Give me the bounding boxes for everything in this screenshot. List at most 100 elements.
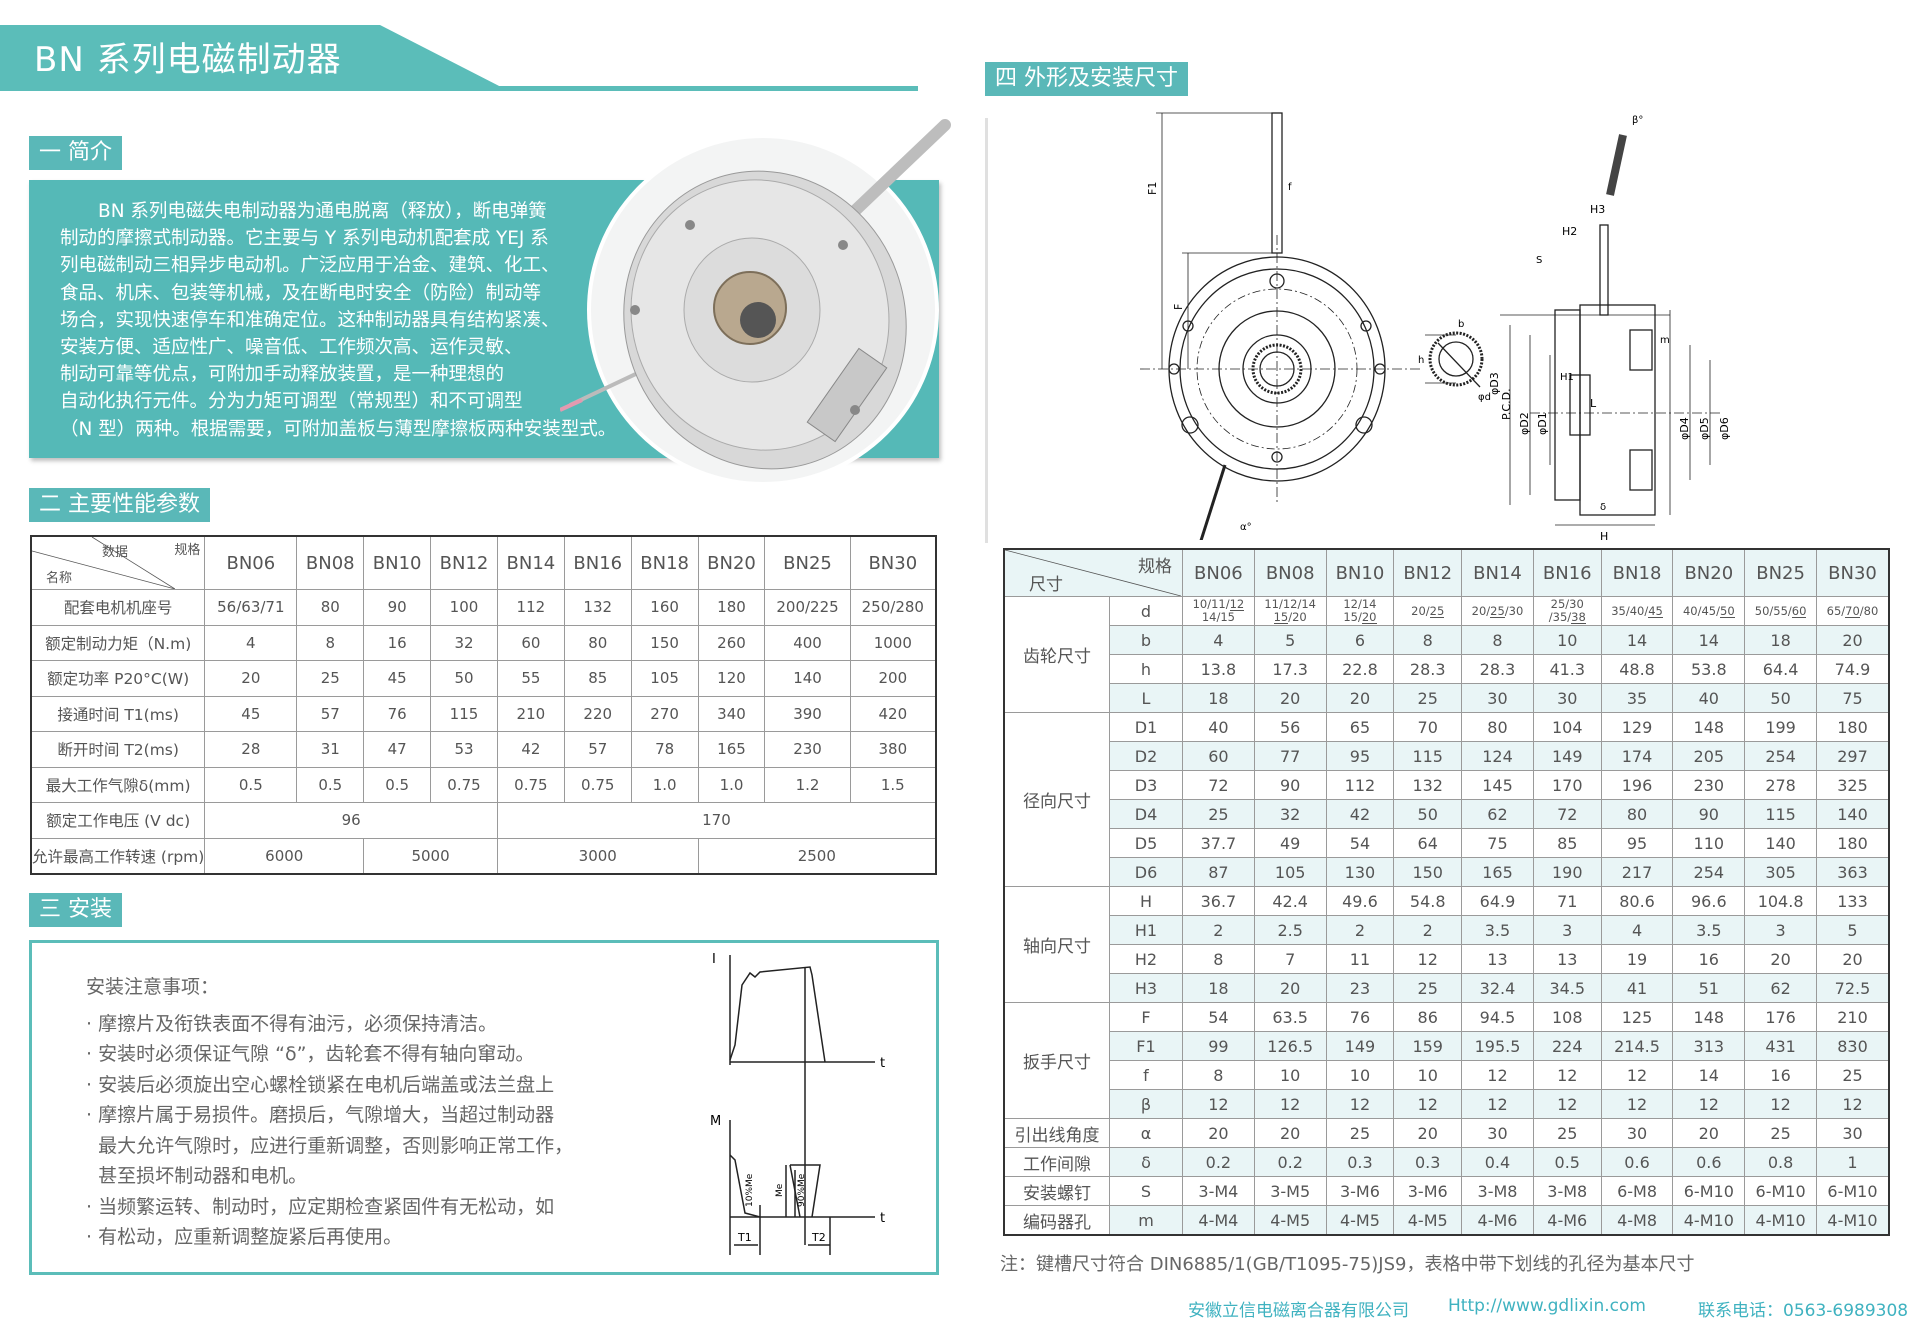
corner-spec: 规格 [1138,557,1172,577]
cell-value: 41.3 [1532,654,1602,684]
row-key: L [1109,683,1183,713]
footer-company: 安徽立信电磁离合器有限公司 [1188,1301,1409,1321]
cell-value: 95 [1600,828,1674,858]
install-note-line: · 有松动，应重新调整旋紧后再使用。 [86,1226,403,1248]
bore-line-text: 11/12/14 [1264,597,1316,611]
cell-value: 1.0 [630,766,699,803]
dim-label-h: h [1418,355,1424,366]
bore-line-text: 10/11/12 [1192,597,1245,611]
cell-value: 11 [1325,944,1395,974]
group-label: 引出线角度 [1003,1118,1110,1148]
group-label: 径向尺寸 [1003,712,1110,887]
table-corner-cell: 数据规格名称 [30,535,206,590]
cell-value: 120 [697,660,766,697]
section-tag-intro: 一 简介 [29,136,122,170]
lead-wire-tip [560,398,583,412]
cell-value: 1000 [849,624,937,661]
cell-value: 133 [1815,886,1890,916]
footer-url[interactable]: Http://www.gdlixin.com [1448,1296,1646,1316]
cell-value: 0.3 [1325,1147,1395,1177]
cell-value: 22.8 [1325,654,1395,684]
cell-value: 41 [1600,973,1674,1003]
cell-value: 200 [849,660,937,697]
dim-label-L: L [1590,397,1597,410]
bore-line-wrap: 14/15 [1183,611,1254,624]
cell-value: 20 [1393,1118,1463,1148]
cell-value: 50 [1744,683,1817,713]
cell-value: 16 [1744,1060,1817,1090]
row-name: 断开时间 T2(ms) [30,731,206,768]
cell-value: 12 [1744,1089,1817,1119]
row-key: S [1109,1176,1183,1206]
cell-value: 7 [1253,944,1327,974]
cell-value: 5 [1815,915,1890,945]
cell-value: 72 [1532,799,1602,829]
cell-value: 34.5 [1532,973,1602,1003]
cell-value: 108 [1532,1002,1602,1032]
cell-value: 174 [1600,741,1674,771]
dim-label-PCD: P.C.D. [1500,388,1513,420]
cell-value: 224 [1532,1031,1602,1061]
side-lever [1599,224,1609,316]
cell-value: 170 [496,802,937,839]
cell-value: 45 [204,695,298,732]
cell-value: 230 [764,731,851,768]
divider [985,118,988,543]
cell-value: 0.75 [563,766,632,803]
cell-value: 160 [630,589,699,626]
cell-value: 25 [1532,1118,1602,1148]
cell-value: 25 [1393,683,1463,713]
cell-value: 0.8 [1744,1147,1817,1177]
cell-value: 150 [1393,857,1463,887]
cell-value: 0.6 [1600,1147,1674,1177]
cell-value: 28 [204,731,298,768]
cell-value: 72.5 [1815,973,1890,1003]
cell-value: 94.5 [1461,1002,1534,1032]
bore-line-text: 12/14 [1343,597,1377,611]
intro-line: （N 型）两种。根据需要，可附加盖板与薄型摩擦板两种安装型式。 [60,418,617,440]
dim-label-beta: β° [1632,115,1643,126]
bore-line-wrap: 35/40/45 [1602,604,1673,618]
cell-value: 390 [764,695,851,732]
cell-value: 10 [1532,625,1602,655]
dim-label-H2: H2 [1562,225,1577,238]
graph-label-time-1: t [880,1056,885,1071]
screw-icon [850,405,860,415]
cell-value: 115 [1393,741,1463,771]
cell-value: 297 [1815,741,1890,771]
dim-label-D5: φD5 [1698,417,1711,440]
bore-line-wrap: 20/25/30 [1462,604,1533,618]
cell-value: 50 [430,660,498,697]
intro-line: 食品、机床、包装等机械，及在断电时安全（防险）制动等 [60,282,542,304]
cell-value: 85 [563,660,632,697]
cell-value: 129 [1600,712,1674,742]
install-note-line: · 摩擦片及衔铁表面不得有油污，必须保持清洁。 [86,1012,498,1035]
cell-value: 32.4 [1461,973,1534,1003]
dim-label-D1: φD1 [1536,412,1549,435]
lever-bracket [806,347,888,443]
row-key: h [1109,654,1183,684]
cell-value: 54 [1182,1002,1255,1032]
cell-value: 140 [1744,828,1817,858]
cell-value: 3-M6 [1325,1176,1395,1206]
cell-value: 53.8 [1672,654,1746,684]
graph-label-torque: M [710,1114,721,1129]
table-note: 注：键槽尺寸符合 DIN6885/1(GB/T1095-75)JS9，表格中带下… [1000,1254,1695,1275]
cell-value: 90 [363,589,432,626]
section-tag-params: 二 主要性能参数 [29,488,210,522]
cell-value: 16 [1672,944,1746,974]
cell-value: 55 [496,660,565,697]
dim-label-f: f [1288,182,1292,193]
cell-value: 6-M10 [1744,1176,1817,1206]
cell-value: 42 [496,731,565,768]
graph-label-90pct: 90%Me [797,1173,807,1207]
dim-label-D3: φD3 [1488,372,1501,395]
cell-value: 30 [1532,683,1602,713]
